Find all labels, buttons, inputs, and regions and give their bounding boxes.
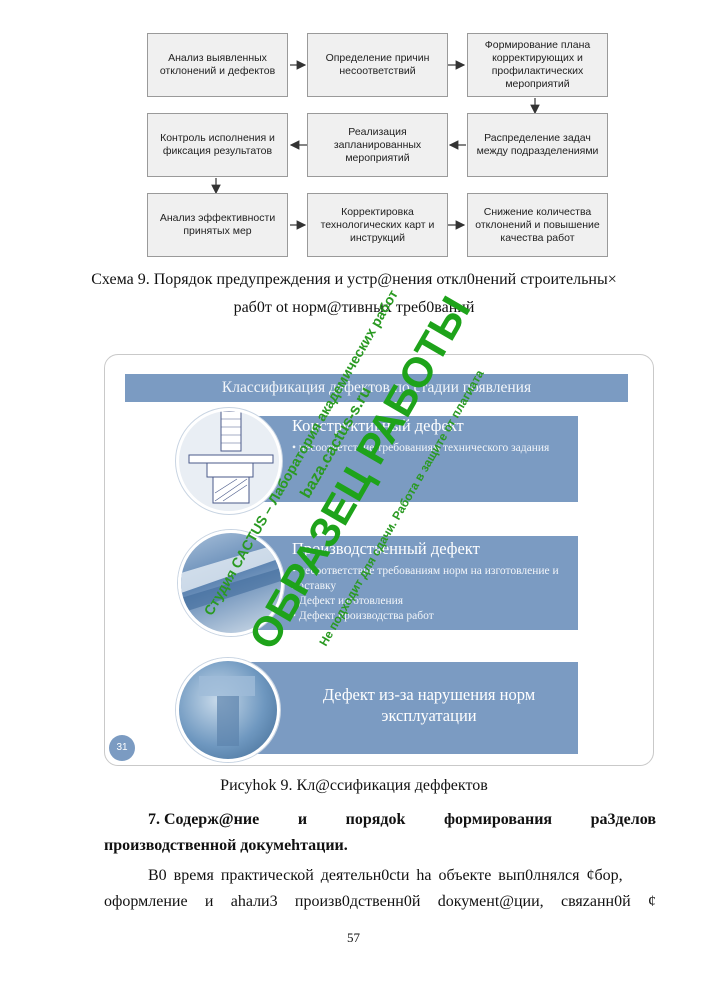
heading-word: ра3делов [590, 811, 656, 828]
flow-box-2: Определение причин несоответствий [307, 33, 448, 97]
scheme-caption-line1: Схема 9. Порядок предупреждения и устр@н… [91, 271, 617, 288]
panel-constructive-defect: Конструктивный дефект несоответствие тре… [232, 416, 578, 502]
flow-box-7: Анализ эффективности принятых мер [147, 193, 288, 257]
bullet: несоответствие требованиям технического … [292, 441, 570, 456]
flow-box-6: Распределение задач между подразделениям… [467, 113, 608, 177]
figure-caption: Рисуhok 9. Кл@ссификация деффектов [220, 777, 488, 794]
paragraph-word: свяzанн0й [560, 893, 631, 910]
flow-box-9: Снижение количества отклонений и повышен… [467, 193, 608, 257]
bullet: Дефект изготовления [292, 594, 570, 609]
scheme-caption-line2: раб0т оt норм@тивных треб0ваний [233, 299, 475, 316]
paragraph-line2: оформление и аhали3 произв0дственн0й dок… [104, 890, 656, 914]
panel-bullets: несоответствие требованиям норм на изгот… [292, 564, 570, 624]
heading-word: формирования [443, 811, 553, 828]
operation-photo-image [176, 658, 280, 762]
flow-box-8: Корректировка технологических карт и инс… [307, 193, 448, 257]
flow-diagram-arrows [211, 60, 540, 230]
flow-box-4: Контроль исполнения и фиксация результат… [147, 113, 288, 177]
flow-box-5: Реализация запланированных мероприятий [307, 113, 448, 177]
paragraph-word: оформление [104, 893, 188, 910]
paragraph-word: dокуменt@ции, [437, 893, 544, 910]
heading-word: и [297, 811, 308, 828]
paragraph-word: ¢ [647, 893, 656, 910]
flow-box-3: Формирование плана корректирующих и проф… [467, 33, 608, 97]
bullet: несоответствие требованиям норм на изгот… [292, 564, 570, 594]
paragraph-word: произв0дственн0й [294, 893, 421, 910]
paragraph-word: и [204, 893, 214, 910]
foundation-drawing-image [176, 408, 282, 514]
panel-title: Производственный дефект [292, 539, 480, 558]
section-heading-line2: производственной докумеhтации. [104, 837, 348, 854]
slide-page-badge: 31 [109, 735, 135, 761]
panel-bullets: несоответствие требованиям технического … [292, 441, 570, 456]
production-photo-image [178, 530, 284, 636]
panel-title: Конструктивный дефект [292, 416, 464, 435]
heading-word: 7. Содерж@ние [148, 811, 260, 828]
page-number: 57 [347, 930, 360, 945]
heading-word: порядоk [345, 811, 406, 828]
section-heading-line1: 7. Содерж@ние и порядоk формирования ра3… [104, 808, 656, 832]
paragraph-line1: В0 время практической деятельн0сtи hа об… [148, 867, 623, 884]
bullet: Дефект производства работ [292, 609, 570, 624]
panel-production-defect: Производственный дефект несоответствие т… [232, 536, 578, 630]
panel-operation-defect: Дефект из-за нарушения норм эксплуатации [232, 662, 578, 754]
flow-box-1: Анализ выявленных отклонений и дефектов [147, 33, 288, 97]
slide-header: Классификация дефектов по стадии появлен… [125, 374, 628, 402]
panel-title: Дефект из-за нарушения норм эксплуатации [322, 685, 536, 725]
paragraph-word: аhали3 [230, 893, 278, 910]
